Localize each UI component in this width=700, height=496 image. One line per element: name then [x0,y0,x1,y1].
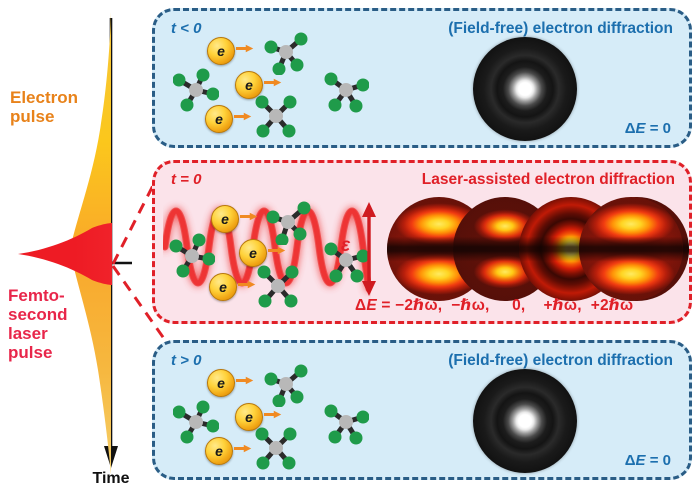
molecule [169,233,216,279]
electron-arrow-icon [268,246,286,255]
field-amplitude-arrow-icon [362,202,376,296]
molecule [172,67,220,113]
electron-particle: e [211,205,239,233]
femtosecond-laser-pulse-label: Femto- second laser pulse [8,286,68,363]
electron-particle: e [235,71,263,99]
electron-particle: e [235,403,263,431]
molecule [255,263,301,309]
panel-after-time-label: t > 0 [171,352,202,369]
electron-arrow-icon [264,410,282,419]
panel-before-energy-label: ΔE = 0 [624,120,671,137]
electron-particle: e [207,369,235,397]
molecule [323,237,370,283]
molecule [253,425,299,471]
diffraction-disk-field-free [473,37,577,141]
field-strength-symbol: ε [341,235,351,256]
laser-field-wave [163,207,371,293]
electron-arrow-icon [240,212,258,221]
electron-arrow-icon [238,280,256,289]
panel-after-title: (Field-free) electron diffraction [448,352,673,369]
molecule [265,199,311,247]
molecule [323,399,370,445]
panel-after-t-gt-0: t > 0 (Field-free) electron diffraction … [152,340,692,480]
electron-particle: e [207,37,235,65]
electron-particle: e [205,437,233,465]
molecule [253,93,299,139]
panel-during-t-eq-0: t = 0 Laser-assisted electron diffractio… [152,160,692,324]
panel-before-t-lt-0: t < 0 (Field-free) electron diffraction … [152,8,692,148]
electron-arrow-icon [234,444,252,453]
electron-particle: e [209,273,237,301]
diffraction-disk-field-free [473,369,577,473]
panel-after-energy-label: ΔE = 0 [624,452,671,469]
molecule [323,67,370,113]
electron-arrow-icon [236,44,254,53]
panel-during-time-label: t = 0 [171,171,202,188]
diffraction-disk-plus-2-hbar-omega [579,197,683,301]
electron-arrow-icon [264,78,282,87]
electron-particle: e [205,105,233,133]
panel-during-title: Laser-assisted electron diffraction [421,171,675,188]
electron-arrow-icon [234,112,252,121]
time-axis-label: Time [92,470,130,487]
panel-before-time-label: t < 0 [171,20,202,37]
electron-pulse-label: Electron pulse [10,88,79,127]
electron-particle: e [239,239,267,267]
molecule [263,361,309,408]
femtosecond-laser-pulse-shape [18,223,112,285]
molecule [263,29,309,76]
panel-during-energy-label: ΔE = −2ℏω, −ℏω, 0, +ℏω, +2ℏω [355,297,634,314]
electron-arrow-icon [236,376,254,385]
molecule [172,399,220,445]
panel-before-title: (Field-free) electron diffraction [448,20,673,37]
